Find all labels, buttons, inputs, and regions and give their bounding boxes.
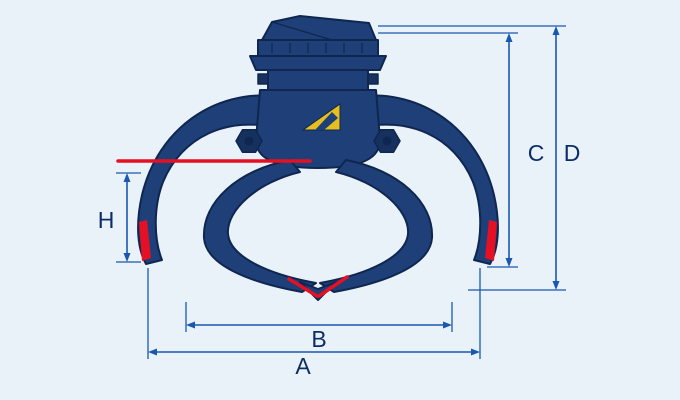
emblem [301,103,341,131]
dim-c-arrow-up [505,33,513,42]
pivot-bolt-left [235,128,263,154]
dim-d-arrow-up [552,26,560,35]
claw-left-outer [137,94,279,265]
pivot-bolt-right [373,128,401,154]
rotator-assembly [249,15,387,91]
dimension-label-c: C [528,140,545,166]
dim-h-arrow-up [123,173,131,182]
dimension-d: D [378,25,581,291]
dimension-label-b: B [311,326,326,352]
dimension-a: A [147,268,481,379]
rotator-top-edge [271,21,333,41]
rotator-flange [249,55,387,71]
dim-b-arrow-right [443,321,452,329]
dim-a-arrow-right [471,348,480,356]
dimension-label-d: D [564,140,581,166]
dim-b-arrow-left [186,321,195,329]
dimension-b: B [185,302,453,352]
rotator-side-tab-left [257,73,269,85]
rotator-side-tab-right [367,73,379,85]
dimension-label-h: H [98,207,115,233]
dimension-c: C [378,32,545,268]
dim-h-arrow-down [123,253,131,262]
claw-right-inner [319,159,434,293]
rotator-mid-band [257,39,379,57]
dimension-h: H [98,172,141,263]
grapple-illustration [116,15,499,301]
dim-c-arrow-down [505,258,513,267]
red-tip-marker-right [485,220,497,261]
red-tip-marker-left [139,220,151,261]
dim-d-arrow-down [552,281,560,290]
emblem-stripe [315,112,338,130]
dim-a-arrow-left [148,348,157,356]
red-tip-marker-bottom [287,275,349,298]
dimension-label-a: A [295,353,311,379]
claw-left-inner [202,159,317,293]
claw-right-outer [357,94,499,265]
rotator-neck [267,69,369,91]
rotator-bolt-row [271,43,363,53]
